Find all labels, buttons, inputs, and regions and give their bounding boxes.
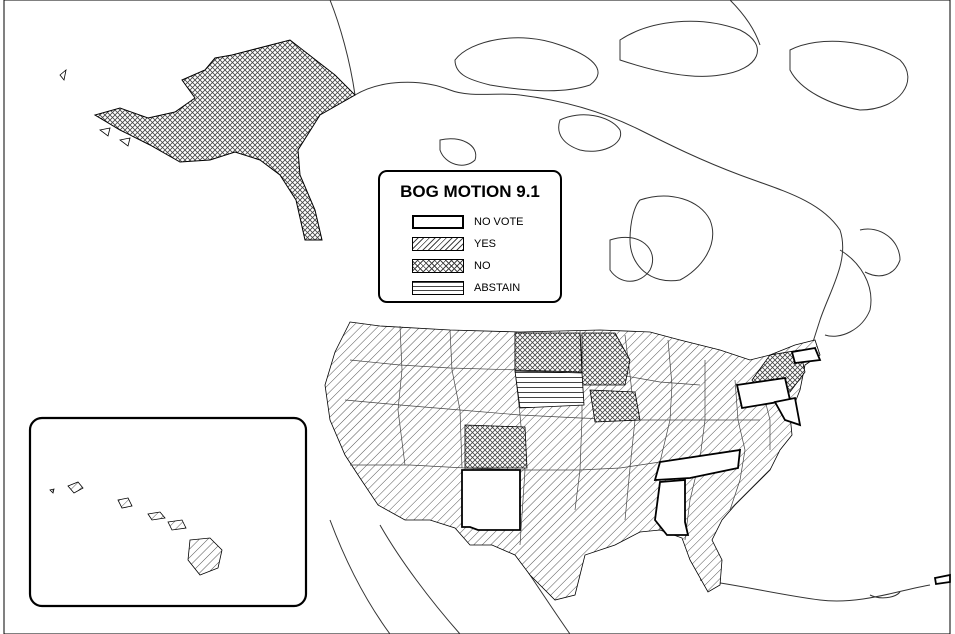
legend-title: BOG MOTION 9.1 (400, 182, 540, 201)
canada-outline (329, 0, 909, 346)
swatch-yes (412, 236, 464, 251)
region-tennessee (653, 448, 742, 481)
legend-label-abstain: ABSTAIN (474, 281, 521, 294)
region-us-yes (324, 321, 821, 601)
hawaii-islands (49, 481, 223, 576)
legend-item-yes: YES (412, 235, 496, 252)
region-mississippi (654, 479, 690, 536)
region-south-dakota (514, 370, 585, 409)
swatch-no (412, 258, 464, 273)
region-alaska (93, 39, 356, 241)
region-iowa (589, 389, 641, 423)
region-colorado (464, 424, 528, 469)
swatch-no-vote (412, 214, 464, 229)
legend-item-abstain: ABSTAIN (412, 279, 520, 296)
legend-item-no: NO (412, 257, 491, 274)
region-north-dakota (514, 332, 583, 373)
contiguous-us (324, 321, 822, 601)
region-caribbean (933, 573, 951, 586)
hawaii-inset-frame (28, 416, 308, 608)
alaska-islands (59, 68, 131, 147)
legend-label-no-vote: NO VOTE (474, 215, 524, 228)
region-maryland (773, 396, 802, 427)
legend-label-yes: YES (474, 237, 497, 250)
swatch-abstain (412, 280, 464, 295)
region-massachusetts (790, 346, 822, 364)
legend-label-no: NO (474, 259, 491, 272)
legend: BOG MOTION 9.1 NO VOTE YES NO ABSTAIN (378, 170, 562, 303)
map-border (3, 0, 951, 634)
legend-item-no-vote: NO VOTE (412, 213, 524, 230)
region-new-mexico (461, 469, 521, 531)
